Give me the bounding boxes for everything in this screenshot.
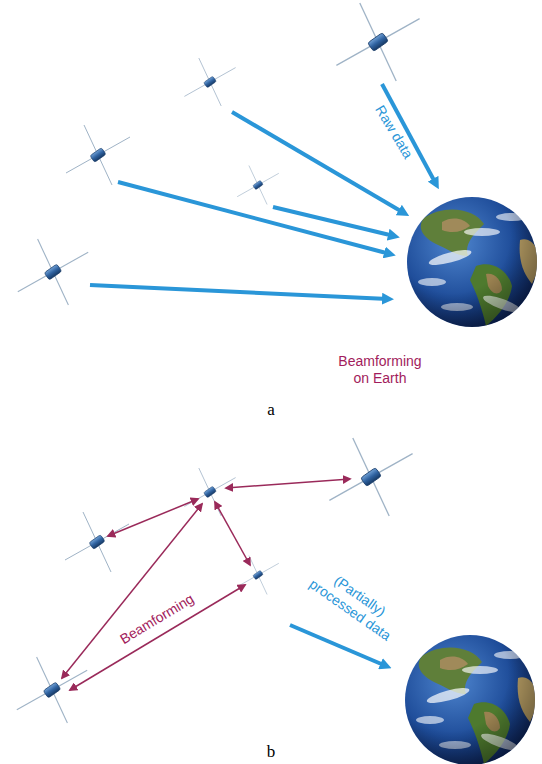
flow-label: Raw data: [372, 102, 417, 161]
satellite: [336, 3, 419, 81]
satellite: [17, 657, 87, 723]
satellite: [184, 58, 235, 106]
label-holder: (Partially) processed data: [300, 558, 409, 649]
satellite: [329, 438, 412, 516]
satellite: [18, 239, 88, 305]
label-holder: b: [267, 742, 276, 762]
label-holder: Beamforming: [117, 590, 197, 647]
raw-data-arrows: [90, 84, 436, 299]
satellite: [66, 125, 130, 185]
satellite: [65, 512, 129, 572]
satellite: [184, 468, 235, 516]
data-arrow: [273, 207, 394, 236]
label-holder: Beamforming on Earth: [330, 353, 430, 387]
link-arrow: [215, 502, 250, 565]
earth-globe: [407, 197, 540, 327]
label-holder: a: [267, 400, 275, 420]
link-arrow: [62, 504, 202, 678]
satellite: [237, 556, 279, 595]
data-arrow: [90, 285, 388, 299]
label-holder: Raw data: [372, 102, 417, 161]
process-label: Beamforming on Earth: [330, 353, 430, 387]
link-arrow: [226, 479, 350, 488]
flow-label: (Partially) processed data: [300, 558, 409, 649]
earth-globe: [405, 635, 538, 764]
satellite: [237, 166, 279, 205]
data-arrow: [232, 112, 404, 213]
process-label: Beamforming: [117, 590, 197, 647]
data-arrow: [118, 182, 390, 254]
link-arrow: [108, 499, 198, 536]
panel-letter: a: [267, 400, 275, 420]
panel-letter: b: [267, 742, 276, 762]
link-arrow: [70, 585, 245, 690]
